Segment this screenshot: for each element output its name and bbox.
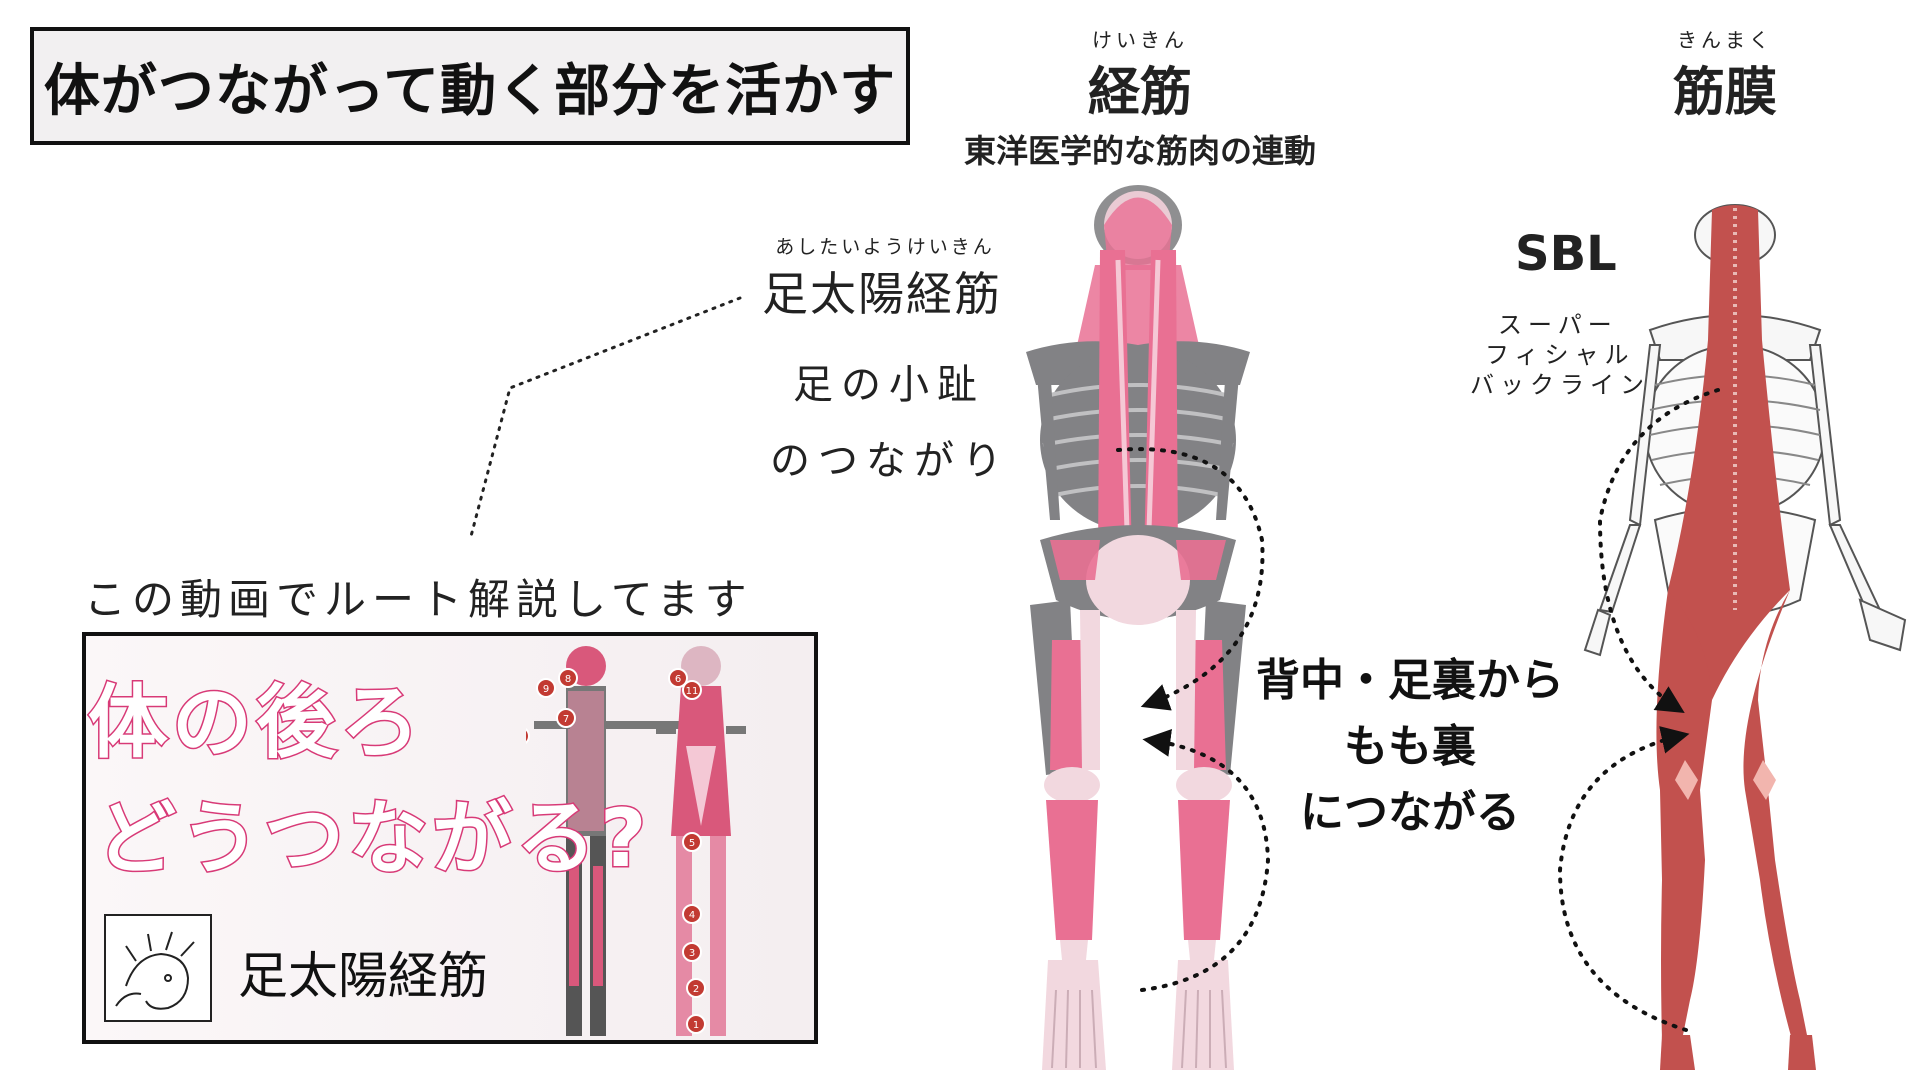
svg-text:4: 4	[689, 910, 695, 921]
meridian-arrow-upper	[1116, 447, 1265, 711]
thumbnail-marker: 8	[558, 668, 578, 688]
svg-text:11: 11	[686, 686, 699, 697]
toe-text-line2: のつながり	[770, 438, 1010, 484]
svg-text:1: 1	[693, 1020, 699, 1031]
thumbnail-marker: 3	[682, 942, 702, 962]
fascia-arrow-upper	[1597, 388, 1720, 713]
avatar-sketch-icon	[115, 931, 195, 1010]
fascia-figure	[1583, 204, 1907, 1070]
svg-text:8: 8	[565, 674, 571, 685]
video-caption: この動画でルート解説してます	[84, 575, 753, 624]
sbl-label: SBL	[1515, 226, 1617, 282]
sbl-sub-line3: バックライン	[1470, 371, 1650, 399]
svg-text:7: 7	[563, 714, 569, 725]
thumbnail-marker: 11	[682, 680, 702, 700]
thumbnail-marker: 6	[668, 668, 688, 688]
thumbnail-title-line1: 体の後ろ	[87, 675, 424, 771]
title-box: 体がつながって動く部分を活かす	[30, 27, 910, 145]
fascia-ruby: きんまく	[1677, 28, 1773, 52]
svg-text:2: 2	[693, 984, 699, 995]
thumbnail-marker: 9	[536, 678, 556, 698]
avatar	[104, 914, 212, 1022]
svg-text:3: 3	[689, 948, 695, 959]
video-thumbnail[interactable]: 9 8 7 10 6 11 5 4 3 2 1 体の後ろ どうつながる? 足太陽経筋	[82, 632, 818, 1044]
page-title: 体がつながって動く部分を活かす	[43, 58, 897, 124]
thumbnail-marker: 7	[556, 708, 576, 728]
meridian-ruby: けいきん	[1092, 28, 1188, 52]
fascia-heading: 筋膜	[1672, 63, 1777, 123]
svg-text:6: 6	[675, 674, 681, 685]
meridian-name-ruby: あしたいようけいきん	[775, 236, 995, 258]
connection-line2: もも裏	[1344, 721, 1476, 772]
thumbnail-marker: 5	[682, 832, 702, 852]
svg-text:5: 5	[689, 838, 695, 849]
meridian-heading: 経筋	[1087, 63, 1192, 123]
sbl-sub-line1: スーパー	[1498, 311, 1618, 339]
connection-line1: 背中・足裏から	[1256, 655, 1564, 706]
thumbnail-marker: 4	[682, 904, 702, 924]
thumbnail-markers: 9 8 7 10 6 11 5 4 3 2 1	[526, 668, 706, 1034]
meridian-name: 足太陽経筋	[762, 267, 1002, 321]
thumbnail-name: 足太陽経筋	[238, 947, 488, 1005]
thumbnail-marker: 2	[686, 978, 706, 998]
meridian-arrow-lower	[1140, 728, 1271, 992]
connection-text: 背中・足裏から もも裏 につながる	[1240, 648, 1580, 846]
leader-line	[468, 296, 742, 542]
svg-text:9: 9	[543, 684, 549, 695]
meridian-subtitle: 東洋医学的な筋肉の連動	[963, 132, 1316, 170]
thumbnail-marker: 10	[526, 728, 530, 744]
thumbnail-title-line2: どうつながる?	[94, 791, 651, 887]
fascia-arrow-lower	[1557, 726, 1690, 1032]
toe-text-line1: 足の小趾	[793, 362, 985, 408]
meridian-figure	[1026, 185, 1250, 1070]
thumbnail-marker: 1	[686, 1014, 706, 1034]
thumbnail-figures	[534, 646, 746, 1036]
sbl-sub-line2: フィシャル	[1485, 341, 1635, 369]
connection-line3: につながる	[1300, 787, 1520, 838]
